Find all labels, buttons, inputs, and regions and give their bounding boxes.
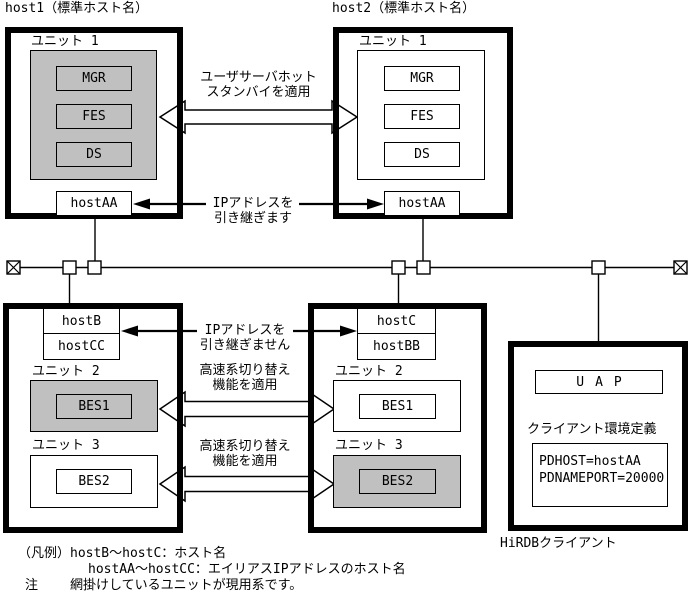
network-tap-3 — [391, 260, 406, 275]
fast-switch-note-1: 高速系切り替え 機能を適用 — [185, 363, 305, 393]
host1-unit1-label: ユニット 1 — [31, 34, 99, 49]
lower-left-host-frame — [3, 303, 183, 533]
fast-switch-note-2-line1: 高速系切り替え — [199, 439, 291, 454]
fast-switch-note-2-line2: 機能を適用 — [212, 453, 278, 469]
lower-left-unit2-label: ユニット 2 — [32, 364, 100, 379]
lower-right-hostname-box: hostC — [357, 308, 436, 334]
host2-server-ds: DS — [384, 142, 460, 167]
lower-right-unit3-label: ユニット 3 — [335, 438, 403, 453]
host2-title: host2（標準ホスト名） — [332, 1, 476, 16]
host1-alias-box: hostAA — [56, 191, 132, 216]
network-tap-5 — [591, 260, 606, 275]
fast-switch-note-2: 高速系切り替え 機能を適用 — [185, 439, 305, 469]
lower-right-unit2-label: ユニット 2 — [335, 364, 403, 379]
network-terminator-left-icon — [6, 260, 21, 275]
client-env-line2: PDNAMEPORT=20000 — [539, 470, 665, 486]
network-tap-2 — [87, 260, 102, 275]
host2-server-mgr: MGR — [384, 66, 460, 91]
lower-left-server-bes1: BES1 — [56, 394, 132, 419]
fast-switch-note-1-line1: 高速系切り替え — [199, 363, 291, 378]
client-env-box: PDHOST=hostAA PDNAMEPORT=20000 — [532, 443, 668, 507]
ip-takeover-note: IPアドレスを 引き継ぎます — [193, 196, 313, 226]
lower-right-host-frame — [308, 303, 487, 533]
host1-server-ds: DS — [56, 142, 132, 167]
hot-standby-note-line2: スタンバイを適用 — [206, 84, 311, 100]
lower-left-server-bes2: BES2 — [56, 469, 132, 494]
lower-right-server-bes1: BES1 — [359, 394, 436, 419]
network-terminator-right-icon — [673, 260, 688, 275]
hot-standby-note-line1: ユーザサーバホット — [200, 70, 317, 85]
host2-frame — [333, 27, 513, 219]
ip-takeover-arrowhead-right — [367, 198, 384, 210]
note-label: 注 — [25, 578, 39, 593]
host1-frame — [5, 27, 183, 219]
lower-left-alias-box: hostCC — [43, 332, 120, 360]
lower-right-server-bes2: BES2 — [359, 469, 436, 494]
host2-server-fes: FES — [384, 104, 460, 129]
client-env-title: クライアント環境定義 — [527, 422, 657, 437]
ip-takeover-note-line1: IPアドレスを — [212, 196, 294, 211]
fast-switch-note-1-line2: 機能を適用 — [212, 377, 278, 393]
hot-standby-note: ユーザサーバホット スタンバイを適用 — [183, 70, 334, 100]
ip-no-takeover-note-line2: 引き継ぎません — [199, 337, 291, 353]
ip-takeover-arrowhead-left — [133, 198, 150, 210]
client-caption: HiRDBクライアント — [500, 536, 617, 551]
lower-right-alias-box: hostBB — [357, 332, 436, 360]
host1-title: host1（標準ホスト名） — [5, 1, 149, 16]
host1-server-mgr: MGR — [56, 66, 132, 91]
host2-alias-box: hostAA — [384, 191, 460, 216]
lower-left-hostname-box: hostB — [43, 308, 120, 334]
ip-no-takeover-arrowhead-left — [121, 325, 138, 337]
note-text: 網掛けしているユニットが現用系です。 — [70, 578, 303, 593]
client-env-line1: PDHOST=hostAA — [539, 454, 641, 469]
network-tap-1 — [62, 260, 77, 275]
network-tap-4 — [416, 260, 431, 275]
ip-no-takeover-arrowhead-right — [340, 325, 357, 337]
legend-line1: （凡例）hostB～hostC：ホスト名 — [18, 546, 227, 561]
hot-standby-arrow — [158, 99, 359, 135]
host2-unit1-label: ユニット 1 — [359, 34, 427, 49]
client-uap-box: UAP — [535, 370, 663, 394]
legend-line2: hostAA～hostCC：エイリアスIPアドレスのホスト名 — [88, 562, 406, 577]
ip-no-takeover-note-line1: IPアドレスを — [204, 323, 286, 338]
ip-takeover-note-line2: 引き継ぎます — [213, 210, 292, 226]
lower-left-unit3-label: ユニット 3 — [32, 438, 100, 453]
ip-no-takeover-note: IPアドレスを 引き継ぎません — [185, 323, 305, 353]
client-frame — [508, 341, 688, 531]
host1-server-fes: FES — [56, 104, 132, 129]
